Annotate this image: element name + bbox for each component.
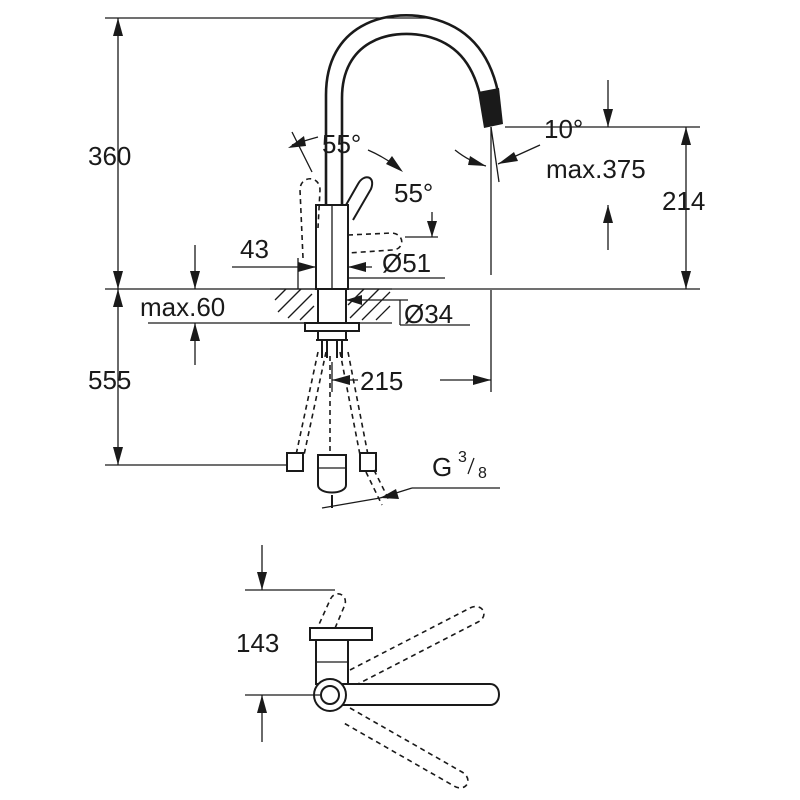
dim-spout-angle: 10° (454, 114, 583, 275)
label-lever-offset: 43 (240, 234, 269, 264)
shank (304, 288, 360, 358)
label-hose-length: 555 (88, 365, 131, 395)
label-worktop-thickness: max.60 (140, 292, 225, 322)
outlet-hose-fitting (317, 454, 347, 494)
elevation-view: 360 555 214 max.375 (88, 14, 705, 509)
dim-spout-projection: 215 (331, 290, 492, 396)
dim-spout-reach-max: max.375 (546, 80, 646, 250)
dim-body-diameter: Ø51 (348, 248, 445, 279)
label-spout-height: 214 (662, 186, 705, 216)
hose-nut-right (359, 452, 377, 472)
worktop-section (270, 288, 392, 324)
dim-hole-diameter: Ø34 (346, 295, 470, 329)
spout (324, 14, 503, 205)
faucet-body (315, 204, 349, 290)
lever-plan-alt-position (311, 592, 347, 641)
dim-lever-angle-side: 55° (394, 178, 438, 238)
label-thread-prefix: G (432, 452, 452, 482)
dim-total-height: 360 (88, 17, 430, 289)
label-spout-angle: 10° (544, 114, 583, 144)
lever (345, 176, 374, 221)
label-hole-diameter: Ø34 (404, 299, 453, 329)
label-spout-projection: 215 (360, 366, 403, 396)
dim-lever-angle-upper: 55° (288, 129, 403, 173)
label-body-diameter: Ø51 (382, 248, 431, 278)
dim-spout-height: 214 (505, 126, 705, 289)
spout-swivel-left-position (349, 605, 485, 686)
spout-swivel-right-position (341, 707, 469, 789)
lever-alt-positions (299, 177, 403, 259)
label-thread-den: 8 (478, 465, 487, 482)
label-spout-reach-max: max.375 (546, 154, 646, 184)
label-total-height: 360 (88, 141, 131, 171)
plan-view: 143 (236, 545, 500, 789)
spout-plan (331, 683, 500, 706)
label-plan-depth: 143 (236, 628, 279, 658)
hose-nut-left (286, 452, 304, 472)
dim-worktop-thickness: max.60 (140, 245, 318, 365)
dim-thread: G 3 8 (321, 449, 500, 509)
lever-plan (309, 627, 373, 641)
dim-lever-offset: 43 (232, 234, 372, 289)
label-lever-angle-side: 55° (394, 178, 433, 208)
dim-hose-length: 555 (88, 289, 288, 466)
dim-plan-depth: 143 (236, 545, 335, 742)
label-lever-angle-upper: 55° (322, 129, 361, 159)
label-thread-num: 3 (458, 449, 467, 466)
